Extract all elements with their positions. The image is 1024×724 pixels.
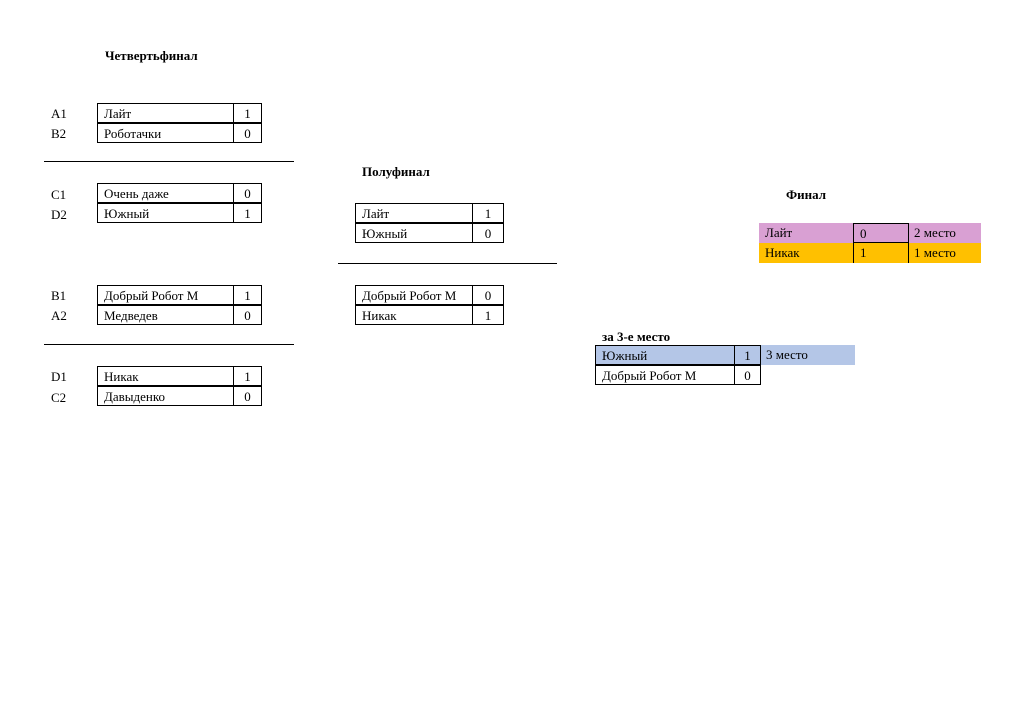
team-name[interactable]: Южный — [595, 345, 735, 365]
bracket-divider — [44, 344, 294, 345]
team-score[interactable]: 0 — [472, 223, 504, 243]
seed-label: B2 — [51, 126, 67, 141]
team-name[interactable]: Добрый Робот М — [355, 285, 473, 305]
team-name[interactable]: Очень даже — [97, 183, 234, 203]
team-name[interactable]: Лайт — [355, 203, 473, 223]
qf-match-1: Лайт 1 Роботачки 0 — [97, 103, 262, 143]
team-score[interactable]: 0 — [233, 123, 262, 143]
team-score[interactable]: 0 — [233, 183, 262, 203]
team-score[interactable]: 1 — [472, 305, 504, 325]
final-match: Лайт 0 2 место Никак 1 1 место — [759, 223, 981, 263]
team-name[interactable]: Никак — [759, 243, 854, 263]
team-score[interactable]: 1 — [472, 203, 504, 223]
team-name[interactable]: Лайт — [759, 223, 854, 243]
seed-label: A2 — [51, 308, 67, 323]
third-place-match: Южный 1 3 место Добрый Робот М 0 — [595, 345, 855, 386]
team-score[interactable]: 1 — [233, 203, 262, 223]
sf-match-1: Лайт 1 Южный 0 — [355, 203, 504, 243]
team-score[interactable]: 1 — [233, 103, 262, 123]
bracket-divider — [338, 263, 557, 264]
team-name[interactable]: Медведев — [97, 305, 234, 325]
qf-match-3: Добрый Робот М 1 Медведев 0 — [97, 285, 262, 325]
team-score[interactable]: 0 — [472, 285, 504, 305]
team-name[interactable]: Лайт — [97, 103, 234, 123]
team-name[interactable]: Южный — [355, 223, 473, 243]
seed-label: C2 — [51, 390, 67, 405]
seed-label: D1 — [51, 369, 67, 384]
place-label: 3 место — [761, 345, 855, 365]
team-score[interactable]: 1 — [233, 285, 262, 305]
team-score[interactable]: 1 — [734, 345, 761, 365]
team-name[interactable]: Добрый Робот М — [595, 365, 735, 385]
seed-label: D2 — [51, 207, 67, 222]
qf-match-2: Очень даже 0 Южный 1 — [97, 183, 262, 223]
third-place-title: за 3-е место — [602, 329, 671, 344]
team-name[interactable]: Никак — [97, 366, 234, 386]
team-score[interactable]: 1 — [853, 243, 909, 263]
place-label: 1 место — [909, 243, 981, 263]
quarterfinal-title: Четвертьфинал — [105, 48, 198, 63]
seed-label: B1 — [51, 288, 67, 303]
seed-label: A1 — [51, 106, 67, 121]
team-name[interactable]: Роботачки — [97, 123, 234, 143]
bracket-divider — [44, 161, 294, 162]
team-name[interactable]: Никак — [355, 305, 473, 325]
final-title: Финал — [786, 187, 827, 202]
team-score[interactable]: 0 — [853, 223, 909, 243]
team-name[interactable]: Давыденко — [97, 386, 234, 406]
team-name[interactable]: Южный — [97, 203, 234, 223]
qf-match-4: Никак 1 Давыденко 0 — [97, 366, 262, 406]
team-score[interactable]: 1 — [233, 366, 262, 386]
sf-match-2: Добрый Робот М 0 Никак 1 — [355, 285, 504, 325]
place-label: 2 место — [909, 223, 981, 243]
team-score[interactable]: 0 — [734, 365, 761, 385]
team-score[interactable]: 0 — [233, 305, 262, 325]
semifinal-title: Полуфинал — [362, 164, 430, 179]
seed-label: C1 — [51, 187, 67, 202]
team-name[interactable]: Добрый Робот М — [97, 285, 234, 305]
team-score[interactable]: 0 — [233, 386, 262, 406]
